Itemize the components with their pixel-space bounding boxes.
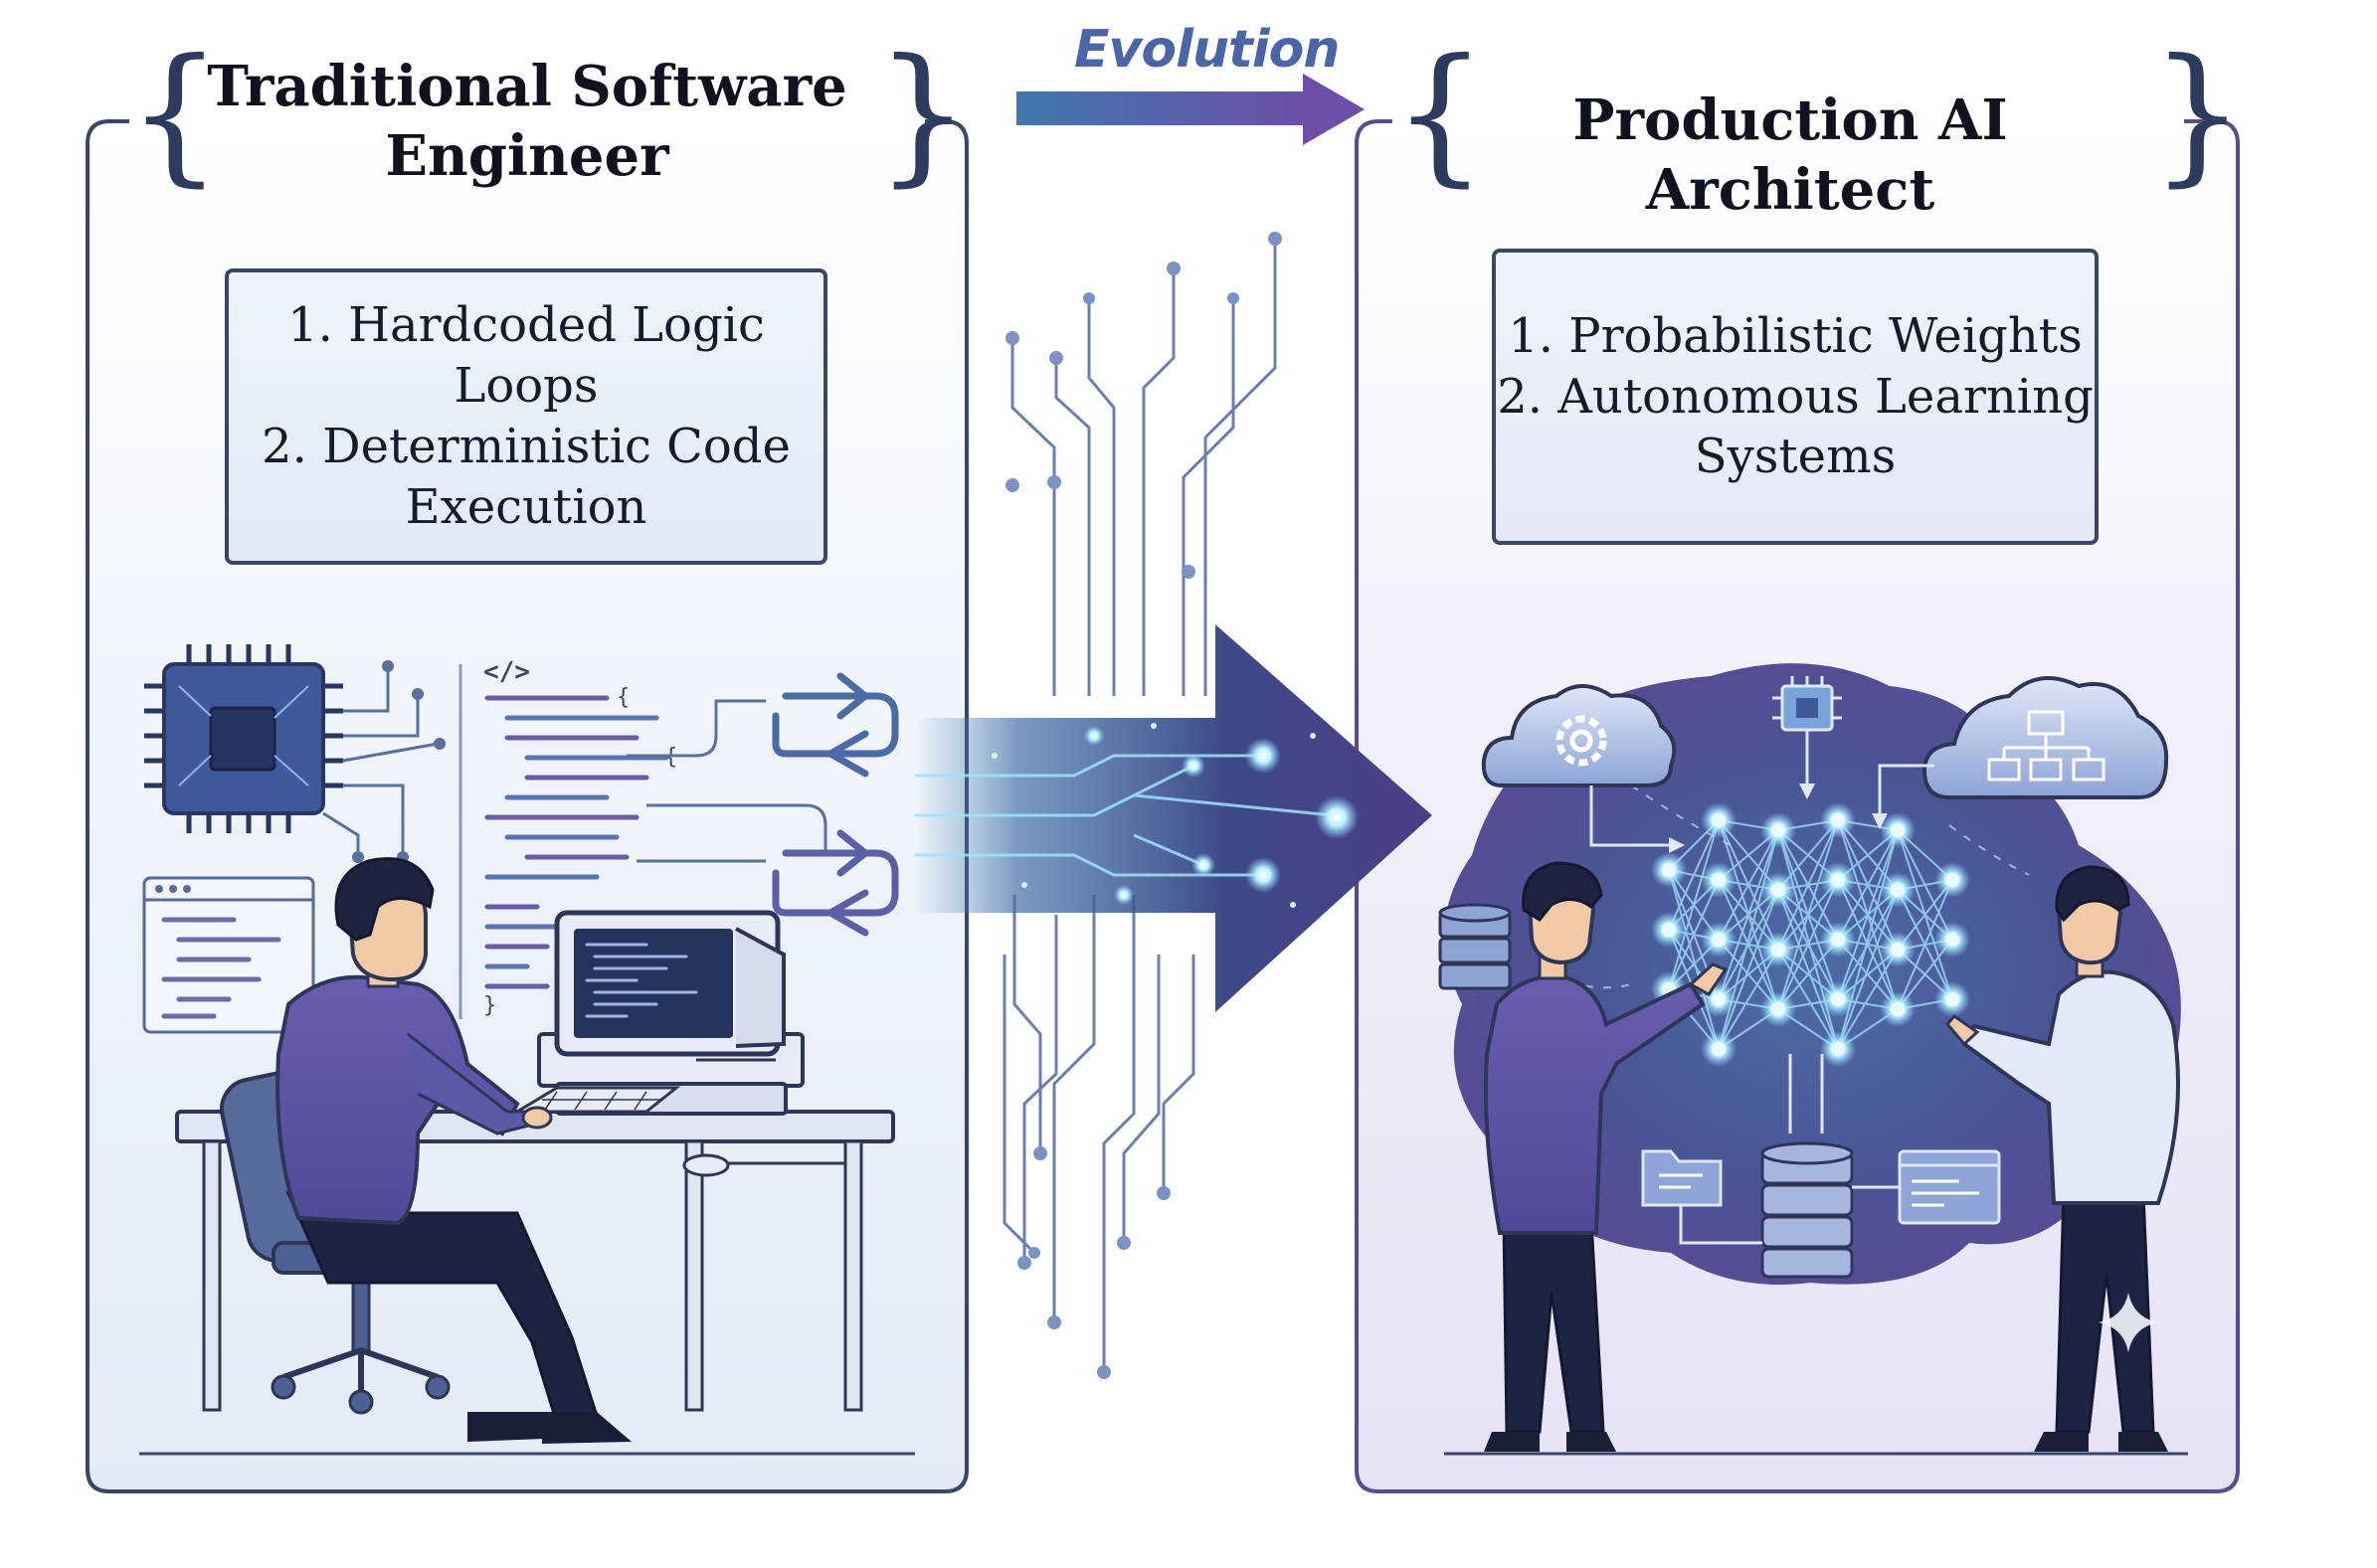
architect-left: [1483, 861, 1729, 1452]
neural-node: [1891, 943, 1905, 957]
neural-edge: [1668, 869, 1720, 1050]
neural-edge: [1837, 829, 1899, 1000]
big-transition-arrow: [915, 624, 1432, 1012]
folder-icon: [1641, 1149, 1762, 1245]
left-info-box: 1. Hardcoded Logic Loops 2. Deterministi…: [225, 268, 827, 565]
neural-edge: [1668, 819, 1720, 990]
neural-node: [1891, 1002, 1905, 1016]
sparkle-icon: [2099, 1293, 2158, 1352]
right-item-line: 1. Probabilistic Weights: [1508, 307, 2083, 364]
neural-node: [1831, 813, 1845, 827]
neural-edge: [1837, 949, 1899, 1050]
left-title-line-2: Engineer: [385, 123, 669, 189]
neural-node: [1831, 992, 1845, 1006]
neural-node: [1771, 943, 1785, 957]
neural-edge: [1897, 879, 1953, 1010]
right-panel-title: Production AI Architect: [1572, 87, 2008, 223]
right-title-bracket-close: }: [2150, 28, 2246, 201]
neural-edge: [1718, 829, 1779, 941]
code-brace-3: }: [483, 993, 496, 1018]
neural-edge: [1777, 949, 1839, 1050]
chip-icon: [1772, 676, 1842, 799]
neural-node: [1945, 992, 1959, 1006]
neural-node: [1945, 933, 1959, 947]
neural-node: [1662, 863, 1676, 877]
neural-node: [1771, 883, 1785, 897]
neural-edge: [1718, 889, 1779, 1050]
circuit-lines: [1003, 239, 1277, 1372]
neural-edge: [1668, 879, 1720, 990]
neural-edge: [1718, 889, 1779, 1000]
neural-edge: [1837, 889, 1899, 1000]
neural-edge: [1777, 819, 1839, 1010]
left-item-line: Loops: [454, 358, 599, 415]
neural-node: [1712, 1042, 1726, 1056]
code-brace-1: {: [617, 685, 630, 710]
evolution-arrow: [1016, 74, 1365, 145]
neural-edge: [1718, 949, 1779, 1050]
neural-node: [1831, 1042, 1845, 1056]
right-item-line: 2. Autonomous Learning: [1497, 368, 2094, 425]
neural-node: [1891, 823, 1905, 837]
right-info-box: 1. Probabilistic Weights 2. Autonomous L…: [1492, 249, 2099, 545]
architect-right: [1945, 865, 2180, 1452]
neural-node: [1891, 883, 1905, 897]
neural-node: [1712, 873, 1726, 887]
neural-node: [1831, 873, 1845, 887]
neural-node: [1945, 873, 1959, 887]
desk-scene: [175, 857, 895, 1444]
cloud-hierarchy-icon: [1872, 676, 2169, 829]
left-title-bracket-open: {: [127, 28, 223, 201]
neural-node: [1712, 992, 1726, 1006]
neural-node: [1712, 933, 1726, 947]
database-icon: [1438, 903, 1512, 990]
neural-node: [1831, 933, 1845, 947]
neural-network-icon: [1651, 802, 1970, 1067]
code-tag: </>: [483, 657, 530, 687]
neural-edge: [1777, 889, 1839, 1050]
circuit-nodes: [1006, 232, 1282, 1379]
left-title-bracket-close: }: [875, 28, 971, 201]
database-icon: [1760, 1054, 1854, 1279]
left-item-line: 2. Deterministic Code: [262, 419, 791, 474]
cloud-gear-icon: [1481, 684, 1685, 853]
neural-edge: [1718, 829, 1779, 1000]
code-window-icon: [1852, 1149, 2001, 1225]
neural-edge: [1777, 879, 1839, 1010]
left-title-line-1: Traditional Software: [207, 54, 847, 119]
neural-edge: [1837, 889, 1899, 1050]
code-window-icon: [142, 876, 315, 1034]
neural-node: [1712, 813, 1726, 827]
left-item-line: Execution: [405, 478, 647, 535]
right-item-line: Systems: [1694, 429, 1897, 485]
network-blob: [1444, 663, 2181, 1285]
evolution-label: Evolution: [1074, 20, 1340, 80]
neural-edge: [1668, 819, 1720, 931]
neural-edge: [1837, 829, 1899, 941]
microchip-icon: [144, 644, 446, 863]
right-title-bracket-open: {: [1392, 28, 1488, 201]
loop-arrows-icon: [772, 672, 899, 937]
left-panel-title: Traditional Software Engineer: [199, 52, 855, 191]
neural-node: [1662, 923, 1676, 937]
code-snippet: </> { { }: [458, 657, 827, 1019]
neural-edge: [1777, 819, 1839, 951]
left-item-line: 1. Hardcoded Logic: [287, 297, 765, 354]
neural-node: [1771, 823, 1785, 837]
neural-node: [1771, 1002, 1785, 1016]
